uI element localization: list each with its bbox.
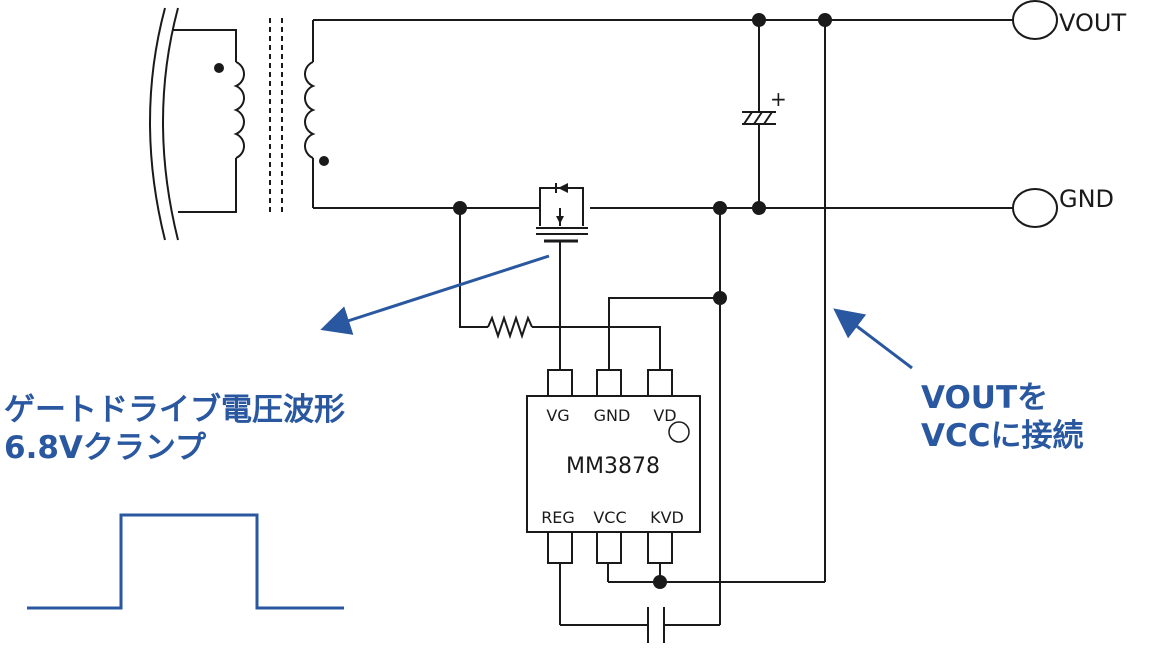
gate-waveform-caption-line1: ゲートドライブ電圧波形 — [4, 392, 345, 428]
pin1-marker — [668, 421, 690, 443]
primary-polarity-dot — [214, 63, 224, 73]
vout-label: VOUT — [1059, 9, 1126, 37]
transformer-primary — [149, 7, 245, 241]
gate-annotation-arrow — [320, 254, 550, 335]
ic-pins — [547, 369, 673, 564]
pin-label-vd: VD — [653, 406, 676, 425]
output-capacitor — [742, 100, 776, 130]
ic-name-label: MM3878 — [566, 454, 660, 479]
resistor — [487, 314, 533, 340]
capacitor — [647, 607, 665, 643]
capacitor-polarity-label: + — [770, 87, 787, 111]
pin-label-vcc: VCC — [593, 508, 626, 527]
gate-waveform-caption-line2: 6.8Vクランプ — [4, 429, 206, 466]
gnd-terminal — [1012, 188, 1058, 228]
vout-vcc-caption: VOUTを VCCに接続 — [921, 380, 1084, 456]
vout-vcc-annotation-arrow — [833, 308, 913, 370]
gate-drive-waveform — [27, 513, 344, 610]
pin-label-gnd: GND — [594, 406, 631, 425]
wires — [313, 19, 1013, 626]
pin-label-kvd: KVD — [650, 508, 684, 527]
pin-label-reg: REG — [541, 508, 575, 527]
pin-label-vg: VG — [546, 406, 569, 425]
vout-terminal — [1012, 0, 1058, 40]
gnd-label: GND — [1059, 185, 1114, 213]
mosfet-body-diode — [558, 183, 568, 193]
transformer-core — [269, 18, 283, 212]
junction-dots — [453, 13, 832, 589]
vout-vcc-caption-line2: VCCに接続 — [921, 417, 1084, 454]
transformer-secondary — [304, 20, 316, 208]
mosfet-channel-arrow — [556, 216, 564, 224]
gate-waveform-caption: ゲートドライブ電圧波形 6.8Vクランプ — [4, 392, 345, 468]
vout-vcc-caption-line1: VOUTを — [921, 380, 1049, 416]
secondary-polarity-dot — [319, 156, 329, 166]
